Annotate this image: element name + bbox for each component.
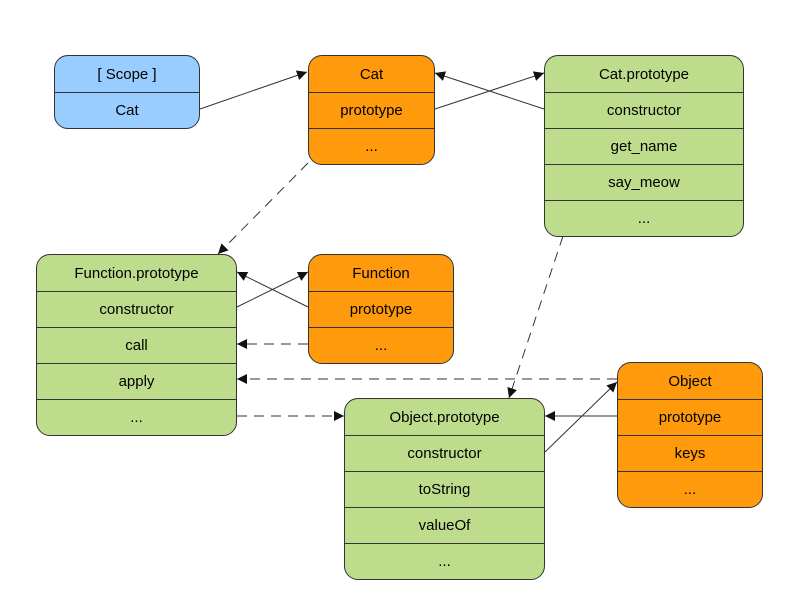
cat-item-more: ... [309, 128, 434, 164]
cat-prototype-item-get-name: get_name [545, 128, 743, 164]
cat-prototype-item-say-meow: say_meow [545, 164, 743, 200]
edge-cat-prototype-proto-link [507, 235, 564, 399]
object-title: Object [668, 372, 712, 390]
object-prototype-item-more: ... [345, 543, 544, 579]
object-prototype-item-valueof: valueOf [345, 507, 544, 543]
object-item-more: ... [618, 471, 762, 507]
object-item-prototype: prototype [618, 399, 762, 435]
cat-prototype-item-constructor: constructor [545, 92, 743, 128]
edge-function-prototype-constructor-to-function [236, 271, 309, 308]
scope-title: [ Scope ] [97, 65, 157, 83]
object-item-keys: keys [618, 435, 762, 471]
edge-cat-proto-link [217, 162, 309, 255]
function-prototype-item-call: call [37, 327, 236, 363]
object-prototype-item-constructor: constructor [345, 435, 544, 471]
edge-cat-prototype-constructor-to-cat [434, 71, 545, 110]
cat-title: Cat [359, 65, 384, 83]
cat-box: Cat prototype ... [308, 55, 435, 165]
object-prototype-title: Object.prototype [389, 408, 500, 426]
function-item-more: ... [309, 327, 453, 363]
scope-item-cat: Cat [55, 92, 199, 128]
edge-object-prototype-constructor-to-object [544, 381, 618, 453]
function-prototype-title: Function.prototype [74, 264, 199, 282]
function-prototype-item-more: ... [37, 399, 236, 435]
object-box: Object prototype keys ... [617, 362, 763, 508]
function-prototype-item-constructor: constructor [37, 291, 236, 327]
cat-prototype-item-more: ... [545, 200, 743, 236]
object-prototype-box: Object.prototype constructor toString va… [344, 398, 545, 580]
function-title: Function [352, 264, 410, 282]
cat-item-prototype: prototype [309, 92, 434, 128]
cat-prototype-title: Cat.prototype [598, 65, 690, 83]
function-box: Function prototype ... [308, 254, 454, 364]
object-prototype-item-tostring: toString [345, 471, 544, 507]
function-item-prototype: prototype [309, 291, 453, 327]
edge-scope-cat-to-cat [199, 70, 308, 110]
cat-prototype-box: Cat.prototype constructor get_name say_m… [544, 55, 744, 237]
scope-box: [ Scope ] Cat [54, 55, 200, 129]
function-prototype-box: Function.prototype constructor call appl… [36, 254, 237, 436]
function-prototype-item-apply: apply [37, 363, 236, 399]
